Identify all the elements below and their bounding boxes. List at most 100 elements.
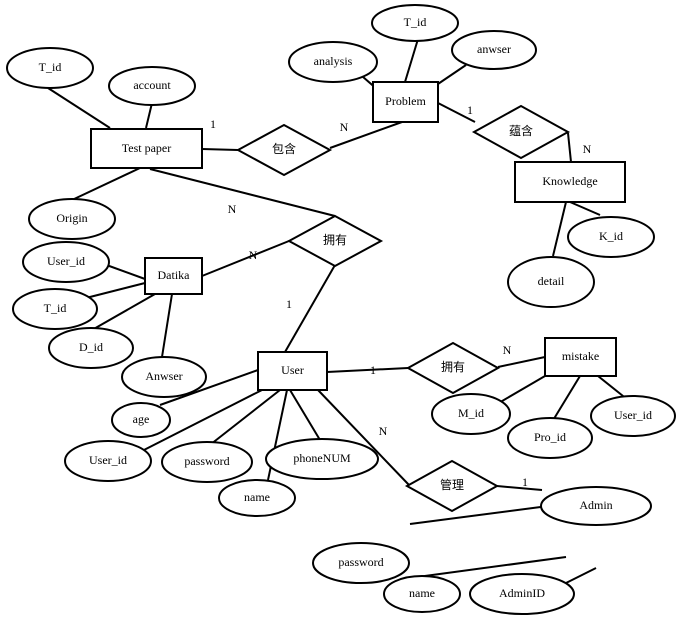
edge-pr-anwser	[434, 64, 467, 87]
attribute-admin-adminid: AdminID	[469, 573, 575, 615]
attribute-user-userid-label: User_id	[89, 453, 127, 467]
attribute-testpaper-account: account	[108, 66, 196, 106]
entity-datika-label: Datika	[158, 268, 191, 282]
edge-guanli-admin	[496, 485, 543, 491]
attribute-user-name-label: name	[244, 490, 270, 504]
edge-tp-tid	[47, 87, 111, 129]
attribute-testpaper-tid: T_id	[6, 47, 94, 89]
edge-us-guanli	[317, 389, 410, 486]
attribute-knowledge-detail-label: detail	[538, 274, 565, 288]
relationship-baohan-label: 包含	[272, 141, 296, 156]
entity-mistake: mistake	[544, 337, 617, 377]
attribute-datika-userid: User_id	[22, 241, 110, 283]
attribute-mistake-proid: Pro_id	[507, 417, 593, 459]
entity-knowledge: Knowledge	[514, 161, 626, 203]
attribute-datika-anwser-label: Anwser	[145, 369, 182, 383]
attribute-user-phonenum: phoneNUM	[265, 438, 379, 480]
attribute-user-name: name	[218, 479, 296, 517]
attribute-user-age: age	[111, 402, 171, 438]
attribute-problem-anwser-label: anwser	[477, 42, 511, 56]
entity-knowledge-label: Knowledge	[542, 174, 597, 188]
edge-tp-yongyou1	[149, 168, 336, 217]
attribute-user-phonenum-label: phoneNUM	[293, 451, 351, 465]
cardinality-label: 1	[467, 103, 473, 117]
attribute-problem-analysis: analysis	[288, 41, 378, 83]
entity-mistake-label: mistake	[562, 349, 599, 363]
attribute-testpaper-origin: Origin	[28, 198, 116, 240]
attribute-user-age-label: age	[133, 412, 150, 426]
edge-da-did	[91, 293, 156, 331]
relationship-guanli: 管理	[404, 459, 500, 513]
attribute-testpaper-tid-label: T_id	[39, 60, 62, 74]
cardinality-label: N	[503, 343, 512, 357]
entity-admin: Admin	[540, 486, 652, 526]
cardinality-labels: 1 N 1 N N N 1 1 N N 1	[210, 103, 592, 489]
edge-datika-yongyou1	[201, 240, 290, 277]
relationship-yunhan: 蕴含	[471, 104, 571, 160]
edge-us-yongyou2	[326, 367, 409, 373]
attribute-datika-userid-label: User_id	[47, 254, 85, 268]
attribute-mistake-proid-label: Pro_id	[534, 430, 566, 444]
attribute-mistake-userid: User_id	[590, 395, 676, 437]
relationship-guanli-label: 管理	[440, 477, 464, 492]
cardinality-label: 1	[522, 475, 528, 489]
edge-baohan-problem	[329, 121, 403, 149]
edge-us-userid	[139, 389, 263, 453]
edge-tp-account	[145, 102, 153, 129]
relationship-yongyou-user-datika: 拥有	[286, 214, 384, 268]
attribute-mistake-mid-label: M_id	[458, 406, 484, 420]
attribute-knowledge-kid: K_id	[567, 216, 655, 258]
attribute-admin-name: name	[383, 575, 461, 613]
edge-pr-tid	[404, 38, 419, 83]
entity-problem-label: Problem	[385, 94, 426, 108]
edge-yongyou2-mistake	[497, 356, 546, 368]
attribute-problem-anwser: anwser	[451, 30, 537, 70]
edge-yongyou1-user	[284, 264, 336, 353]
cardinality-label: N	[228, 202, 237, 216]
attribute-admin-name-label: name	[409, 586, 435, 600]
attribute-testpaper-origin-label: Origin	[56, 211, 87, 225]
attribute-mistake-userid-label: User_id	[614, 408, 652, 422]
edge-us-age	[159, 369, 259, 406]
cardinality-label: N	[249, 248, 258, 262]
edge-yunhan-knowledge	[567, 132, 572, 163]
entity-problem: Problem	[372, 81, 439, 123]
attribute-mistake-mid: M_id	[431, 393, 511, 435]
edge-admin-bottom	[409, 504, 557, 525]
edge-mi-mid	[496, 375, 546, 405]
edge-ad-adminid	[565, 567, 597, 584]
attribute-user-password: password	[161, 441, 253, 483]
edge-tp-baohan	[201, 148, 239, 151]
edge-da-anwser	[161, 293, 173, 358]
cardinality-label: N	[340, 120, 349, 134]
entity-admin-label: Admin	[579, 498, 612, 512]
edge-kn-detail	[552, 201, 567, 257]
attribute-problem-tid-label: T_id	[404, 15, 427, 29]
attribute-datika-did: D_id	[48, 327, 134, 369]
entity-test-paper-label: Test paper	[122, 141, 171, 155]
relationship-yongyou-user-datika-label: 拥有	[323, 233, 347, 247]
attribute-knowledge-kid-label: K_id	[599, 229, 623, 243]
attribute-datika-tid: T_id	[12, 288, 98, 330]
edge-kn-kid	[569, 201, 601, 216]
edge-mi-proid	[551, 375, 581, 423]
edge-us-phone	[289, 389, 321, 441]
entity-test-paper: Test paper	[90, 128, 203, 169]
cardinality-label: 1	[210, 117, 216, 131]
relationship-yongyou-user-mistake: 拥有	[405, 341, 501, 395]
attribute-problem-tid: T_id	[371, 4, 459, 42]
attribute-datika-anwser: Anwser	[121, 356, 207, 398]
cardinality-label: 1	[370, 363, 376, 377]
edge-us-password	[205, 389, 281, 449]
entity-user: User	[257, 351, 328, 391]
attribute-user-userid: User_id	[64, 440, 152, 482]
cardinality-label: N	[379, 424, 388, 438]
edge-ad-password	[409, 556, 567, 579]
relationship-yunhan-label: 蕴含	[509, 123, 533, 138]
relationship-yongyou-user-mistake-label: 拥有	[441, 360, 465, 374]
attribute-user-password-label: password	[184, 454, 229, 468]
cardinality-label: N	[583, 142, 592, 156]
attribute-admin-password: password	[312, 542, 410, 584]
edge-tp-origin	[71, 167, 141, 201]
